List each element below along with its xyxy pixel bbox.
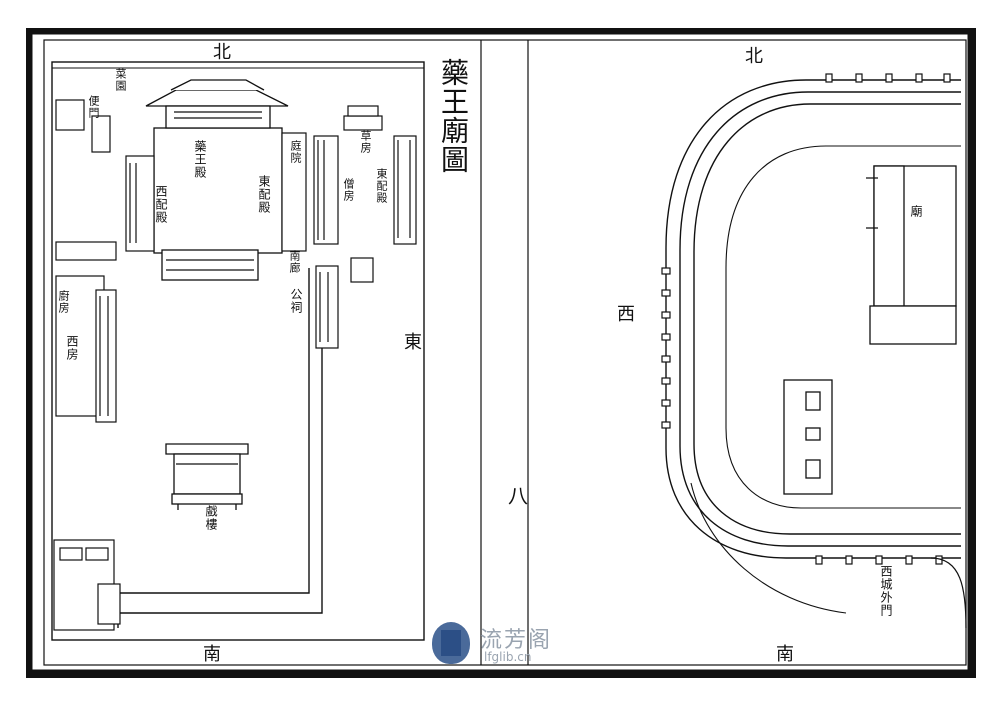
city-gate [930,557,967,629]
city-wall-outer [665,79,961,559]
temple-in-city [866,165,957,345]
north-marker-left: 北 [213,42,231,63]
watermark-logo-icon [432,622,470,664]
label-gate-small: 便門 [87,95,100,119]
page-number: 八 [508,484,528,508]
outer-border [23,25,977,679]
inner-moat [725,145,961,509]
east-marker-left: 東 [404,332,422,353]
label-monk-room: 僧房 [342,178,355,202]
label-east-wing: 東配殿 [375,168,388,204]
label-gong-ci: 公祠 [289,288,303,314]
crenellations [661,73,951,565]
map-title: 藥王廟圖 [437,58,470,174]
label-stage: 戲樓 [204,505,218,531]
inner-courtyard-wall [117,268,323,614]
map-drawing [23,25,977,679]
road [690,482,847,614]
south-marker-left: 南 [203,644,221,665]
label-east-side: 東配殿 [257,175,271,214]
outer-compound-wall [51,61,425,641]
label-temple: 廟 [909,205,923,218]
city-wall [665,79,961,614]
map-page [23,25,977,679]
east-side-buildings [281,105,417,349]
south-marker-right: 南 [776,644,794,665]
watermark-cn: 流芳阁 [480,628,553,653]
watermark: 流芳阁 lfglib.cn [432,620,592,670]
west-marker-right: 西 [617,304,635,325]
label-west-hall: 西配殿 [154,185,168,224]
label-main-hall: 藥王殿 [193,140,207,179]
label-courtyard: 庭院 [289,140,302,164]
label-corridor: 南廊 [288,250,301,274]
label-west-room: 西房 [65,335,79,361]
north-marker-right: 北 [745,46,763,67]
small-building [783,379,833,495]
label-kitchen: 廚房 [57,290,70,314]
west-buildings [53,99,121,631]
inner-border [43,39,967,666]
watermark-en: lfglib.cn [484,650,532,664]
stage-building [165,443,249,510]
label-garden: 菜園 [114,68,127,92]
west-side-hall [125,155,155,252]
label-grass-house: 草房 [359,130,372,154]
label-city-gate: 西城外門 [879,565,893,617]
